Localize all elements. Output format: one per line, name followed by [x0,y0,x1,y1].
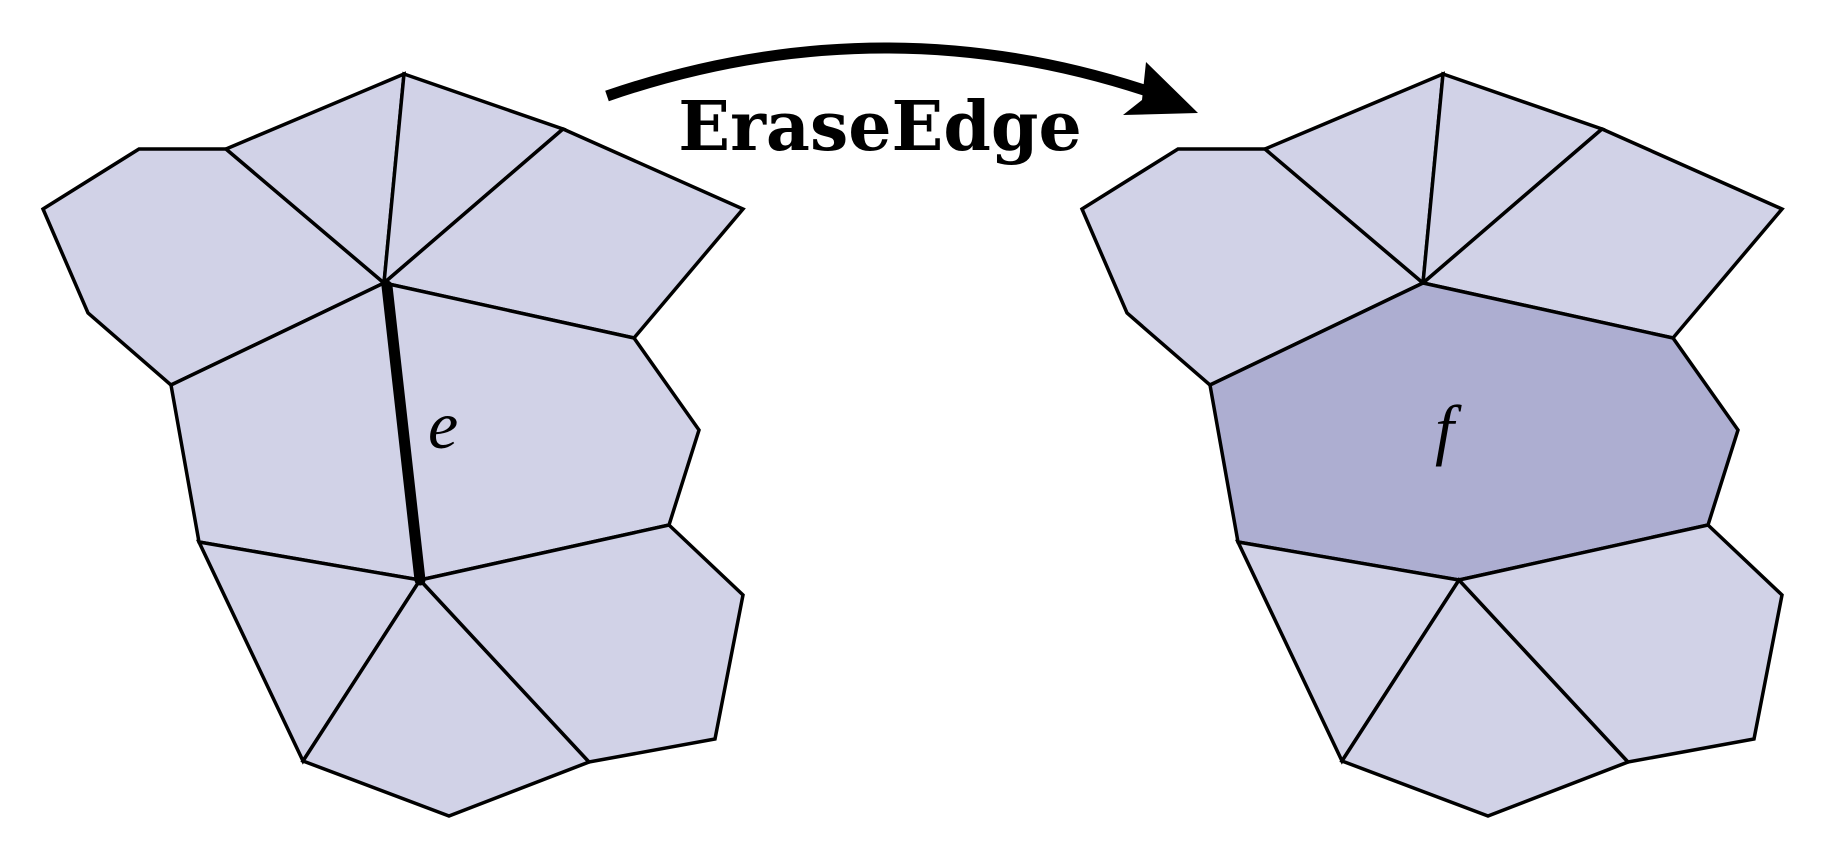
mesh-face [416,523,745,764]
arrow-head-icon [1123,62,1198,115]
arrow-shaft [605,42,1152,102]
operation-label: EraseEdge [678,87,1081,167]
erased-edge [381,280,426,586]
edge-label: e [428,387,458,463]
mesh-before: e [40,71,746,818]
mesh-face [1455,523,1784,764]
mesh-after: f [1079,71,1785,818]
operation-arrow: EraseEdge [605,42,1198,167]
